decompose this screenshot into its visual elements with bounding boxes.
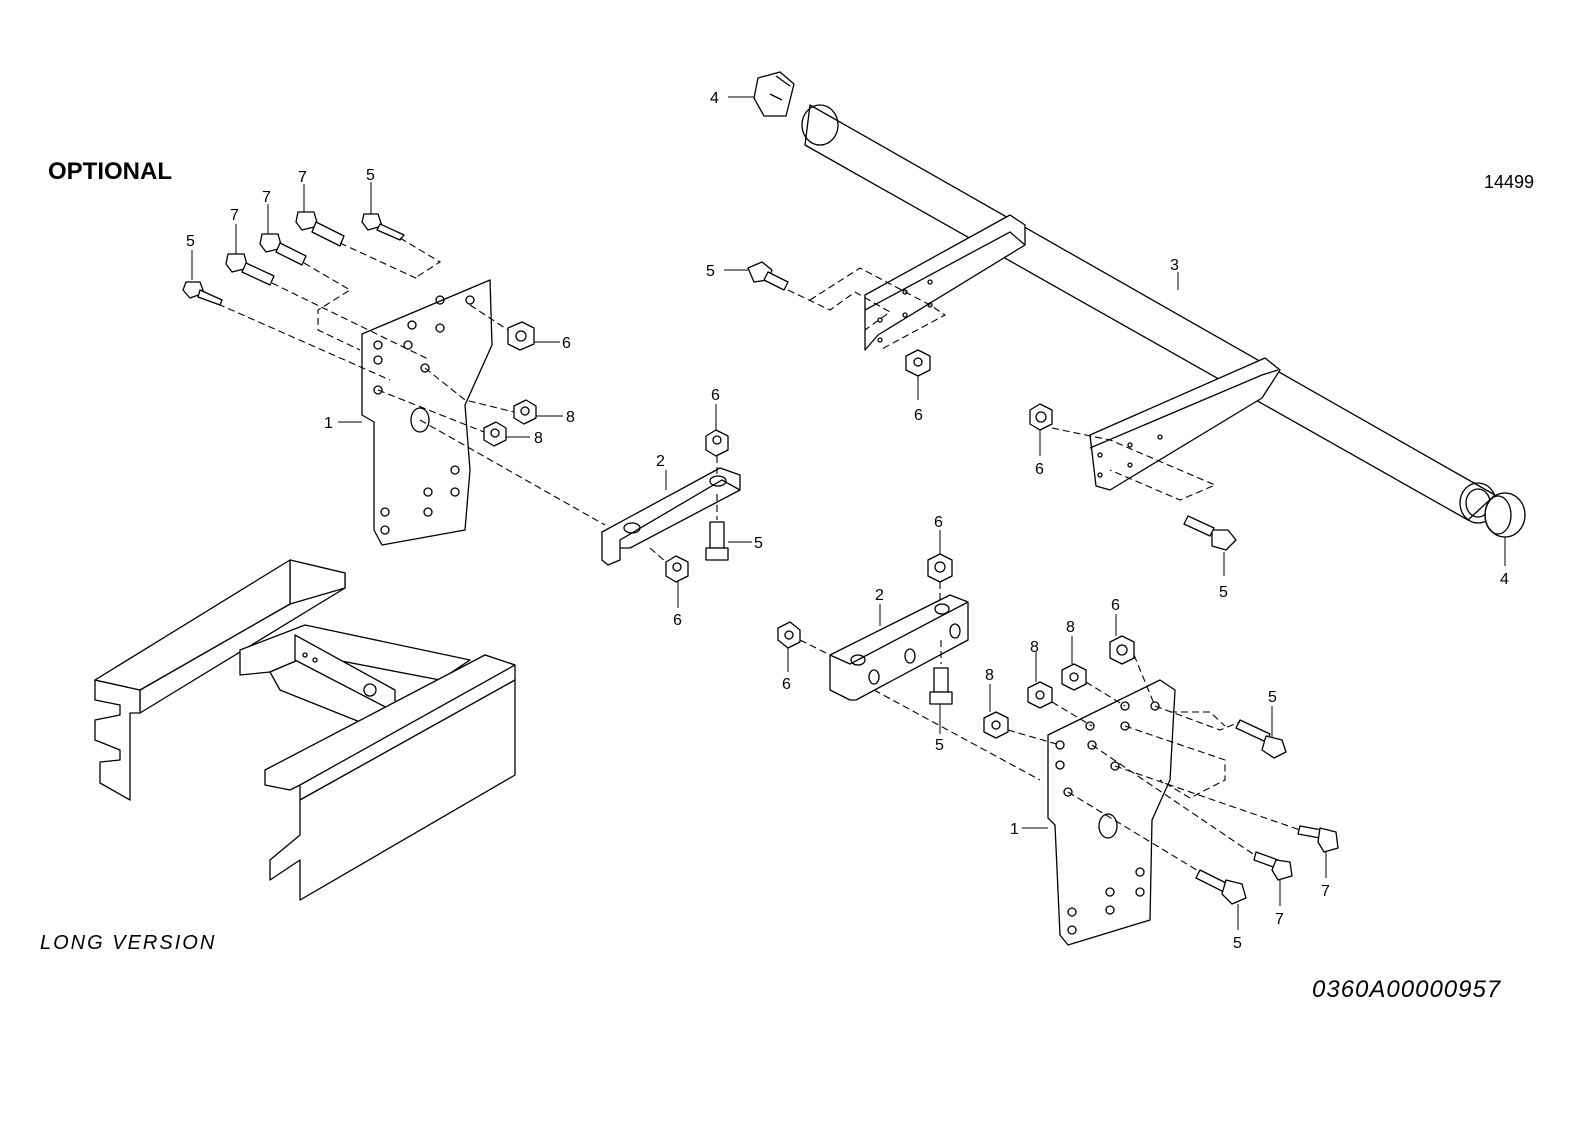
bolt-right-5a (1235, 719, 1287, 759)
plate-right (1047, 679, 1176, 946)
callout-8-right-a: 8 (1066, 619, 1075, 636)
callout-labels: 4 5 3 6 6 5 4 5 7 7 5 7 6 8 8 1 2 6 5 6 … (186, 90, 1509, 952)
callout-6-tube-b: 6 (1035, 461, 1044, 478)
callout-7-right-a: 7 (1321, 883, 1330, 900)
callout-6-bracket-left-b: 6 (673, 612, 682, 629)
bolts-left (182, 211, 405, 306)
dash-lines-right (873, 654, 1301, 873)
bracket-right-2 (829, 594, 969, 701)
dash-lines-left (217, 237, 606, 526)
fasteners-bracket-left (649, 429, 729, 583)
callout-6-left: 6 (562, 335, 571, 352)
nuts-left (483, 321, 537, 447)
callout-5-left-a: 5 (186, 233, 195, 250)
fasteners-tube (747, 261, 1237, 551)
leader-lines (191, 96, 1506, 930)
bolt-left-7a (225, 253, 275, 286)
callout-4-right: 4 (1500, 571, 1509, 588)
bolts-right (1195, 719, 1339, 905)
callout-5-bracket-right: 5 (935, 737, 944, 754)
callout-2-left: 2 (656, 453, 665, 470)
callout-4-top: 4 (710, 90, 719, 107)
callout-5-bracket-left: 5 (754, 535, 763, 552)
callout-7-left-b: 7 (262, 189, 271, 206)
tube-3 (801, 104, 1497, 524)
callout-6-right: 6 (1111, 597, 1120, 614)
bolt-right-7a (1297, 825, 1339, 853)
callout-6-tube-a: 6 (914, 407, 923, 424)
nuts-right (983, 635, 1135, 739)
bolt-left-5b (361, 213, 405, 241)
bolt-left-7b (259, 233, 307, 266)
callout-1-right: 1 (1010, 821, 1019, 838)
long-version-frame (94, 559, 516, 901)
callout-5-tube: 5 (706, 263, 715, 280)
callout-7-left-c: 7 (298, 169, 307, 186)
optional-label: OPTIONAL (48, 158, 172, 185)
plate-left (361, 279, 493, 546)
callout-5-left-b: 5 (366, 167, 375, 184)
callout-7-right-b: 7 (1275, 911, 1284, 928)
long-version-label: LONG VERSION (40, 932, 217, 954)
callout-5-right-c: 5 (1233, 935, 1242, 952)
bracket-left-2 (601, 467, 741, 566)
bolt-right-7b (1253, 851, 1293, 881)
callout-1-left: 1 (324, 415, 333, 432)
end-cap-left-4 (753, 71, 795, 117)
bolt-right-5b (1195, 869, 1247, 905)
callout-3: 3 (1170, 257, 1179, 274)
bolt-left-7c (295, 211, 345, 247)
bolt-left-5a (182, 281, 223, 306)
callout-6-bracket-right: 6 (934, 514, 943, 531)
callout-5-tube-right: 5 (1219, 584, 1228, 601)
reference-number: 14499 (1484, 172, 1535, 192)
callout-2-right: 2 (875, 587, 884, 604)
callout-7-left-a: 7 (230, 207, 239, 224)
callout-6-bracket-left: 6 (711, 387, 720, 404)
fasteners-bracket-right (777, 553, 953, 705)
callout-8-right-b: 8 (1030, 639, 1039, 656)
callout-8-left-b: 8 (534, 430, 543, 447)
callout-5-right-a: 5 (1268, 689, 1277, 706)
callout-6-bracket-right-b: 6 (782, 676, 791, 693)
document-number: 0360A00000957 (1312, 976, 1502, 1003)
callout-8-left-a: 8 (566, 409, 575, 426)
end-cap-right-4 (1484, 492, 1526, 538)
callout-8-right-c: 8 (985, 667, 994, 684)
